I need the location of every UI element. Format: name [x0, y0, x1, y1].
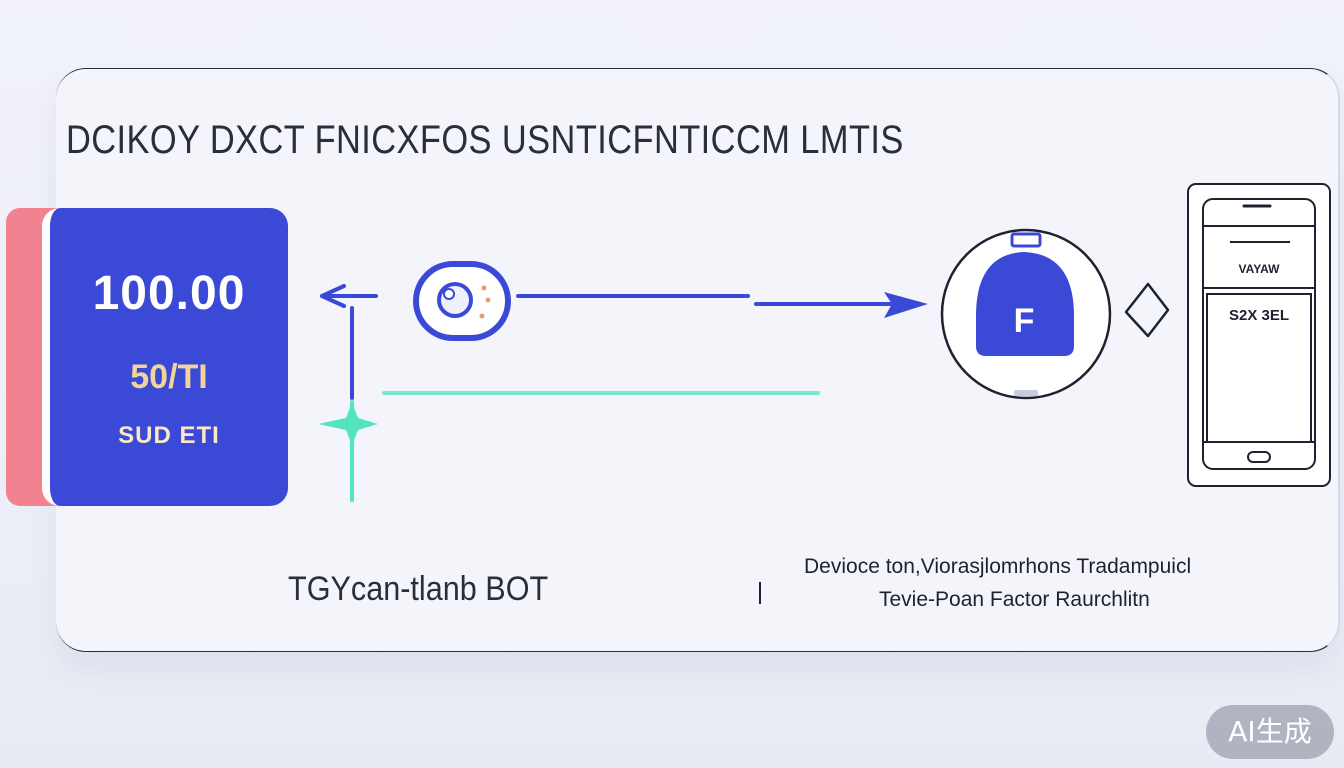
- bottom-left-label: TGYcan-tlanb BOT: [288, 570, 549, 608]
- bottom-right-line-2: Tevie-Poan Factor Raurchlitn: [879, 588, 1150, 611]
- card-subline: 50/TI: [130, 358, 208, 396]
- ai-generated-badge: AI生成: [1206, 705, 1334, 759]
- hub-arrowhead: [884, 292, 928, 318]
- diagram-heading: DCIKOY DXCT FNICXFOS USNTICFNTICCM LMTIS: [66, 118, 904, 162]
- phone-mid-label: S2X 3EL: [1228, 307, 1290, 324]
- hub-icon: [940, 228, 1112, 400]
- bottom-right-line-1: Devioce ton,Viorasjlomrhons Tradampuicl: [804, 555, 1192, 578]
- chevron-right-icon: [1124, 282, 1170, 338]
- phone-icon: [1187, 183, 1331, 487]
- phone-top-label: VAYAW: [1238, 262, 1280, 276]
- sensor-icon: [413, 261, 511, 341]
- card-caption: SUD ETI: [118, 422, 220, 449]
- hub-glyph: F: [1014, 302, 1035, 340]
- value-card: 100.00 50/TI SUD ETI: [42, 208, 288, 506]
- left-arrow: [320, 284, 378, 308]
- teal-star-icon: [318, 402, 378, 446]
- card-value: 100.00: [92, 267, 246, 320]
